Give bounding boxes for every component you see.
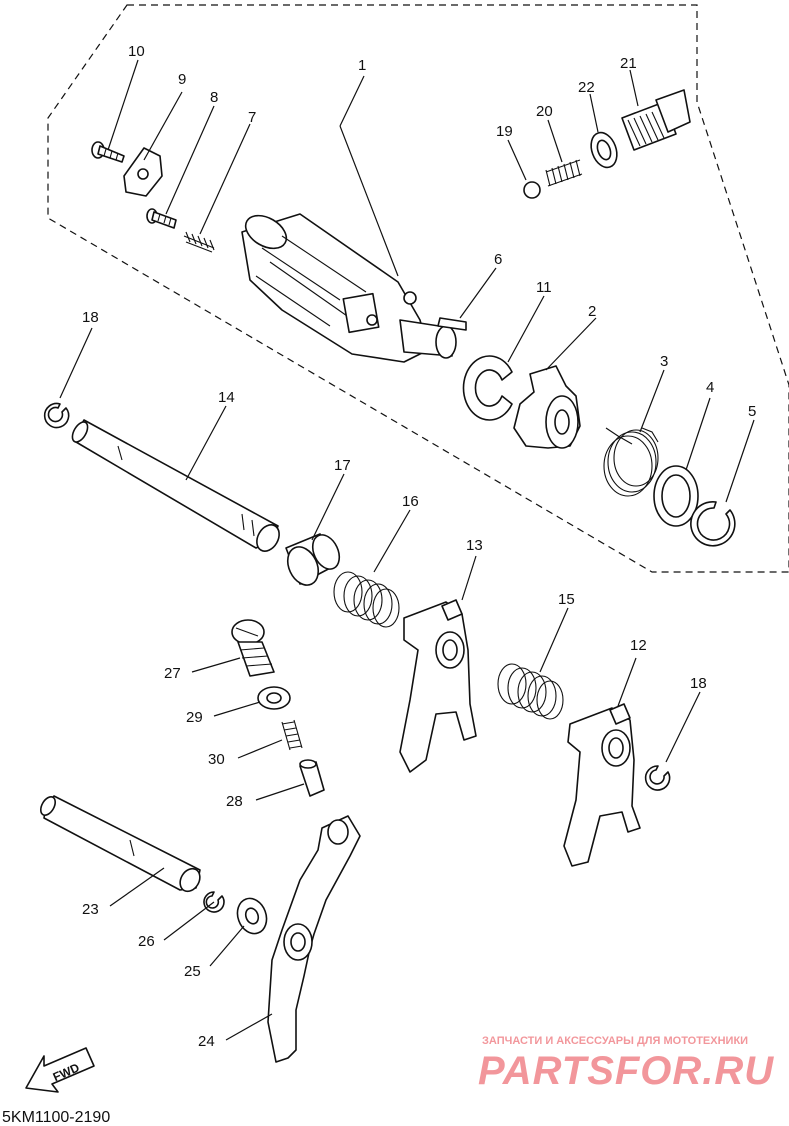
callout-3: 3	[660, 353, 668, 370]
callout-1: 1	[358, 57, 366, 74]
callout-15: 15	[558, 591, 575, 608]
spring-7	[183, 231, 215, 253]
leader-lines	[59, 59, 755, 1041]
callout-7: 7	[248, 109, 256, 126]
callout-6: 6	[494, 251, 502, 268]
callout-17: 17	[334, 457, 351, 474]
callout-16: 16	[402, 493, 419, 510]
shaft-23	[39, 795, 201, 893]
shift-drum	[241, 213, 457, 363]
callout-8: 8	[210, 89, 218, 106]
watermark: ЗАПЧАСТИ И АКСЕССУАРЫ ДЛЯ МОТОТЕХНИКИ PA…	[478, 1035, 774, 1093]
watermark-tagline: ЗАПЧАСТИ И АКСЕССУАРЫ ДЛЯ МОТОТЕХНИКИ	[482, 1035, 748, 1047]
callout-9: 9	[178, 71, 186, 88]
circlip-5	[690, 500, 736, 547]
callout-13: 13	[466, 537, 483, 554]
callout-24: 24	[198, 1033, 215, 1050]
spring-20	[545, 159, 583, 187]
spring-15	[497, 663, 564, 720]
callout-11: 11	[536, 279, 552, 296]
pin-28	[299, 759, 325, 797]
callout-26: 26	[138, 933, 155, 950]
torsion-spring-3	[603, 427, 659, 497]
callout-23: 23	[82, 901, 99, 918]
callout-18a: 18	[82, 309, 99, 326]
bushing-17	[285, 533, 341, 586]
shift-fork-24	[267, 815, 361, 1063]
spring-16	[333, 571, 400, 628]
washer-4	[653, 465, 699, 527]
shaft-14	[71, 419, 280, 552]
callout-10: 10	[128, 43, 145, 60]
callout-12: 12	[630, 637, 647, 654]
screw-10	[91, 141, 125, 163]
circlip-18-right	[644, 765, 671, 791]
callout-18b: 18	[690, 675, 707, 692]
callout-29: 29	[186, 709, 203, 726]
callout-5: 5	[748, 403, 756, 420]
circlip-18-left	[43, 402, 70, 429]
shift-fork-12	[563, 703, 641, 867]
callout-2: 2	[588, 303, 596, 320]
cam-2	[513, 365, 581, 449]
watermark-brand: PARTSFOR.RU	[478, 1049, 774, 1093]
bolt-21	[621, 89, 691, 151]
circlip-26	[203, 891, 225, 913]
spring-30	[281, 719, 303, 751]
fwd-arrow: FWD	[25, 1047, 95, 1093]
bolt-27	[231, 619, 275, 677]
callout-21: 21	[620, 55, 637, 72]
ball-19	[523, 181, 541, 199]
drawing-code: 5KM1100-2190	[2, 1109, 110, 1126]
callout-19: 19	[496, 123, 513, 140]
plate-9	[123, 147, 163, 197]
callout-14: 14	[218, 389, 235, 406]
callout-30: 30	[208, 751, 225, 768]
callout-4: 4	[706, 379, 714, 396]
pin-6	[437, 317, 467, 331]
washer-25	[236, 897, 268, 935]
callout-labels: 1 2 3 4 5 6 7 8 9 10 11 12 13 14 15 16 1…	[82, 43, 756, 1050]
shift-fork-13	[399, 599, 477, 773]
callout-27: 27	[164, 665, 181, 682]
callout-25: 25	[184, 963, 201, 980]
callout-20: 20	[536, 103, 553, 120]
washer-11	[462, 355, 513, 421]
washer-29	[257, 686, 291, 710]
pin-8	[146, 208, 177, 229]
assembly-outline	[47, 4, 789, 573]
callout-28: 28	[226, 793, 243, 810]
washer-22	[590, 131, 618, 169]
callout-22: 22	[578, 79, 595, 96]
